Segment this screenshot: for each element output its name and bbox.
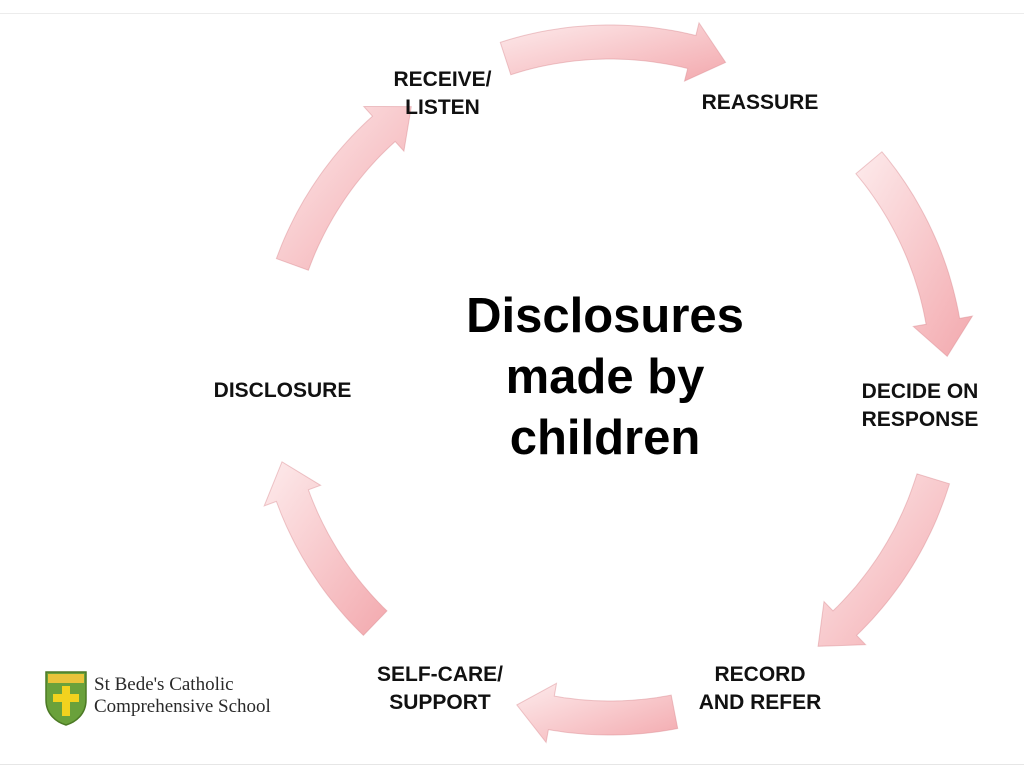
arrow-disclosure-to-receive xyxy=(275,105,412,271)
step-reassure: REASSURE xyxy=(701,91,819,114)
step-record-and-refer: RECORD AND REFER xyxy=(698,663,822,714)
arrow-reassure-to-decide xyxy=(855,151,974,358)
arrow-record-to-selfcare xyxy=(516,682,679,744)
step-disclosure: DISCLOSURE xyxy=(213,379,352,402)
school-crest-icon xyxy=(45,671,87,726)
top-divider xyxy=(0,13,1024,14)
step-receive-listen: RECEIVE/ LISTEN xyxy=(393,68,492,119)
bottom-divider xyxy=(0,764,1024,765)
step-self-care-support: SELF-CARE/ SUPPORT xyxy=(377,663,503,714)
diagram-title: Disclosures made by children xyxy=(466,289,744,465)
step-decide-on-response: DECIDE ON RESPONSE xyxy=(861,380,979,431)
arrow-decide-to-record xyxy=(817,473,951,647)
arrow-receive-to-reassure xyxy=(499,21,727,82)
school-logo: St Bede's Catholic Comprehensive School xyxy=(44,668,304,730)
arrow-selfcare-to-disclosure xyxy=(263,461,388,637)
school-name: St Bede's Catholic Comprehensive School xyxy=(94,674,271,717)
